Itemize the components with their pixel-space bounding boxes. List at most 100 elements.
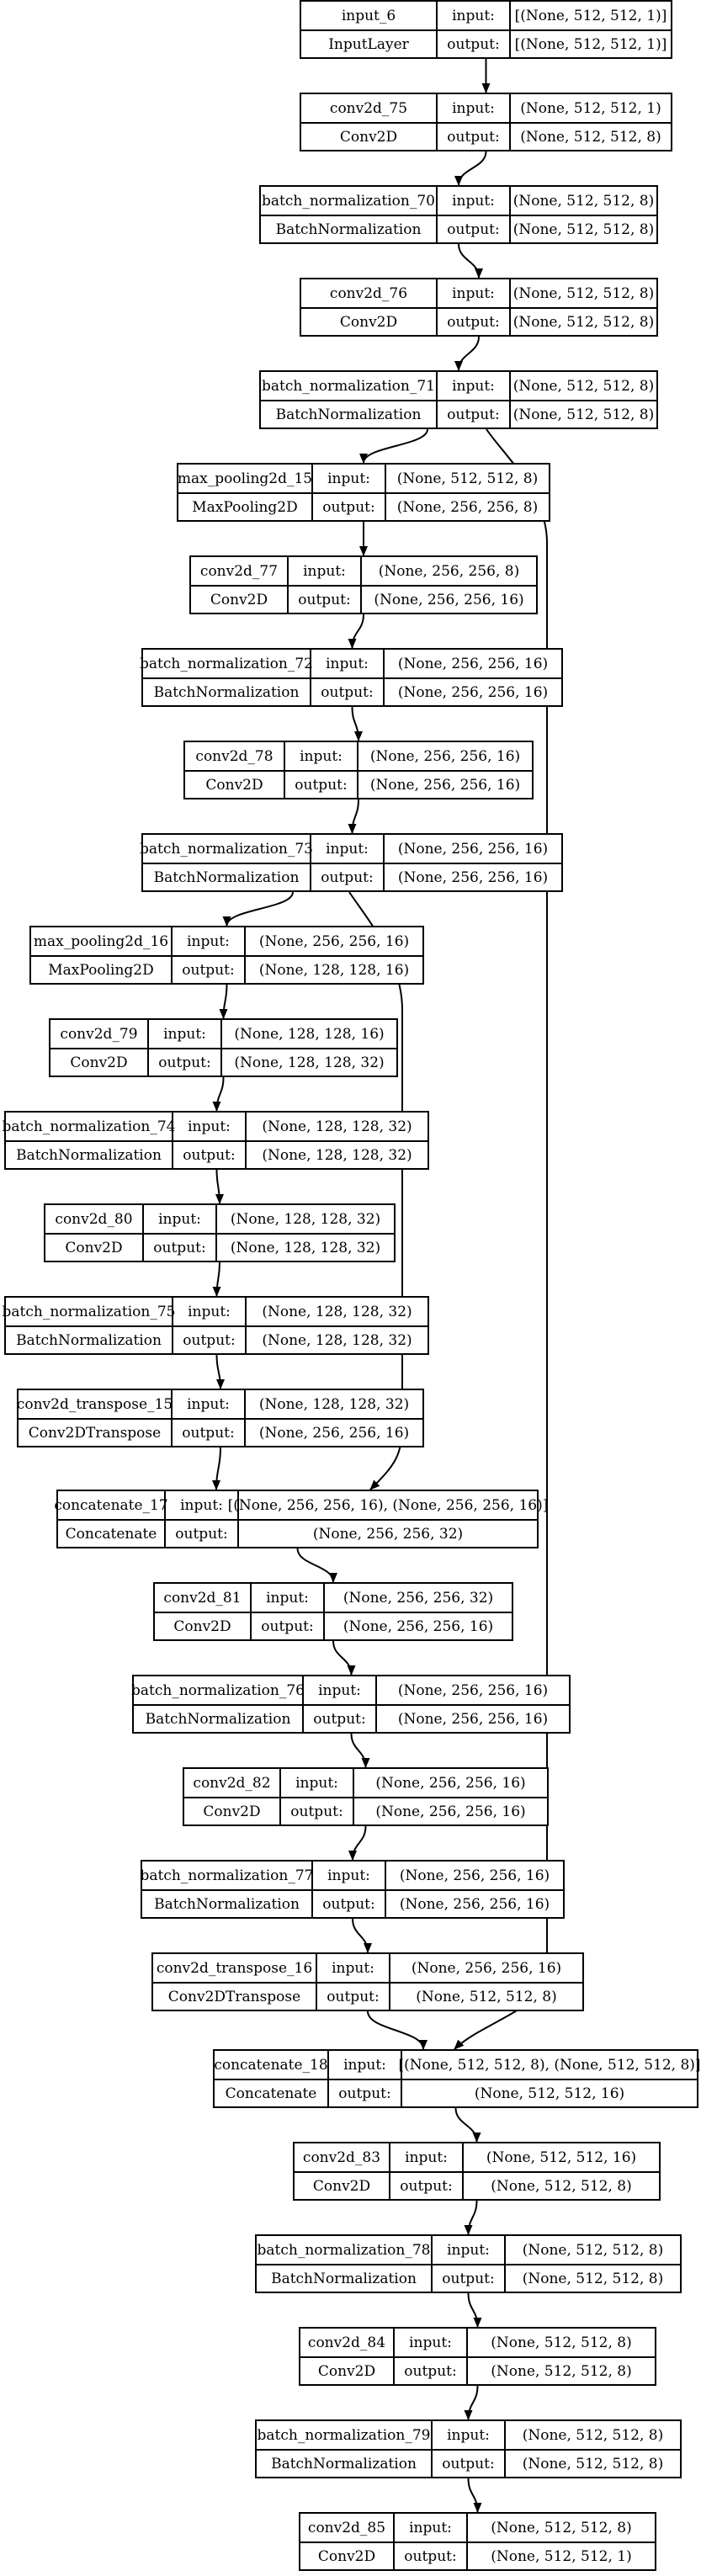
layer-type: BatchNormalization [261, 400, 436, 428]
edge-layer [212, 59, 548, 2513]
input-port-label: input: [310, 650, 383, 677]
output-port-label: output: [436, 215, 509, 242]
input-port-label: input: [164, 1491, 237, 1519]
edge-arrow [348, 613, 364, 649]
layer-name: conv2d_transpose_15 [16, 1395, 173, 1413]
layer-name: batch_normalization_79 [257, 2426, 431, 2444]
output-shape: (None, 512, 512, 8) [389, 1982, 582, 2010]
output-port-label: output: [171, 955, 244, 983]
output-shape: (None, 128, 128, 16) [244, 955, 422, 983]
layer-name: batch_normalization_71 [262, 377, 435, 395]
output-port-label: output: [436, 29, 509, 57]
input-port-label: input: [436, 2, 509, 29]
output-port-label: output: [164, 1519, 237, 1547]
input-port-label: input: [431, 2236, 504, 2264]
input-port-label: input: [171, 1390, 244, 1418]
edge-arrow [222, 891, 294, 927]
edge-arrow [212, 1261, 221, 1297]
output-port-label: output: [172, 1140, 245, 1168]
output-port-label: output: [287, 585, 360, 613]
input-shape: (None, 256, 256, 16) [357, 742, 532, 770]
layer-type: Conv2DTranspose [153, 1982, 316, 2010]
input-port-label: input: [389, 2143, 462, 2171]
layer-type: Conv2D [295, 2171, 389, 2199]
edge-arrow [359, 428, 428, 464]
layer-name: concatenate_18 [214, 2056, 328, 2074]
edge-arrow [215, 1169, 224, 1204]
edge-arrow [296, 1548, 337, 1583]
edge-arrow [348, 799, 359, 834]
layer-name: max_pooling2d_15 [177, 470, 313, 487]
layer-type: BatchNormalization [257, 2264, 431, 2292]
input-port-label: input: [431, 2421, 504, 2449]
input-shape: (None, 512, 512, 8) [509, 372, 656, 400]
layer-name: conv2d_83 [302, 2148, 381, 2166]
edge-arrow [351, 706, 363, 741]
input-shape: (None, 512, 512, 8) [385, 465, 549, 492]
output-port-label: output: [284, 770, 357, 798]
layer-name: batch_normalization_77 [140, 1867, 314, 1884]
edge-arrow [467, 2478, 482, 2513]
output-port-label: output: [250, 1612, 323, 1639]
input-shape: (None, 512, 512, 8) [466, 2329, 655, 2356]
input-port-label: input: [250, 1584, 323, 1612]
input-port-label: input: [436, 187, 509, 215]
output-port-label: output: [310, 677, 383, 705]
edge-arrow [219, 984, 228, 1019]
output-shape: [(None, 512, 512, 1)] [509, 29, 671, 57]
layer-name: conv2d_76 [329, 284, 408, 302]
output-shape: (None, 256, 256, 16) [383, 677, 561, 705]
output-port-label: output: [316, 1982, 389, 2010]
output-shape: (None, 256, 256, 16) [353, 1797, 547, 1824]
input-shape: (None, 256, 256, 32) [323, 1584, 512, 1612]
input-port-label: input: [316, 1954, 389, 1982]
output-shape: (None, 256, 256, 16) [375, 1704, 569, 1732]
output-shape: (None, 256, 256, 32) [237, 1519, 537, 1547]
output-shape: (None, 512, 512, 8) [504, 2449, 680, 2477]
layer-name: batch_normalization_74 [2, 1118, 176, 1135]
output-shape: (None, 256, 256, 16) [383, 863, 561, 890]
output-port-label: output: [436, 400, 509, 428]
input-shape: (None, 256, 256, 16) [353, 1769, 547, 1797]
input-port-label: input: [436, 279, 509, 307]
output-shape: (None, 256, 256, 16) [323, 1612, 512, 1639]
layer-type: BatchNormalization [134, 1704, 302, 1732]
layer-name: batch_normalization_70 [262, 192, 435, 210]
input-shape: (None, 256, 256, 16) [389, 1954, 582, 1982]
input-port-label: input: [171, 927, 244, 955]
layer-type: BatchNormalization [142, 1889, 311, 1917]
layer-type: BatchNormalization [257, 2449, 431, 2477]
layer-type: Concatenate [215, 2079, 327, 2106]
edge-arrow [458, 243, 483, 279]
layer-type: Conv2D [155, 1612, 250, 1639]
edge-arrow [454, 2107, 481, 2143]
output-shape: (None, 512, 512, 16) [401, 2079, 697, 2106]
output-shape: (None, 512, 512, 8) [504, 2264, 680, 2292]
input-port-label: input: [172, 1298, 245, 1325]
output-port-label: output: [311, 492, 385, 520]
layer-name: conv2d_80 [55, 1210, 133, 1228]
input-port-label: input: [393, 2329, 466, 2356]
layer-name: conv2d_82 [193, 1774, 271, 1792]
output-port-label: output: [436, 122, 509, 150]
output-shape: (None, 512, 512, 8) [462, 2171, 659, 2199]
input-port-label: input: [327, 2051, 401, 2079]
layer-name: conv2d_84 [307, 2334, 386, 2351]
output-port-label: output: [279, 1797, 353, 1824]
